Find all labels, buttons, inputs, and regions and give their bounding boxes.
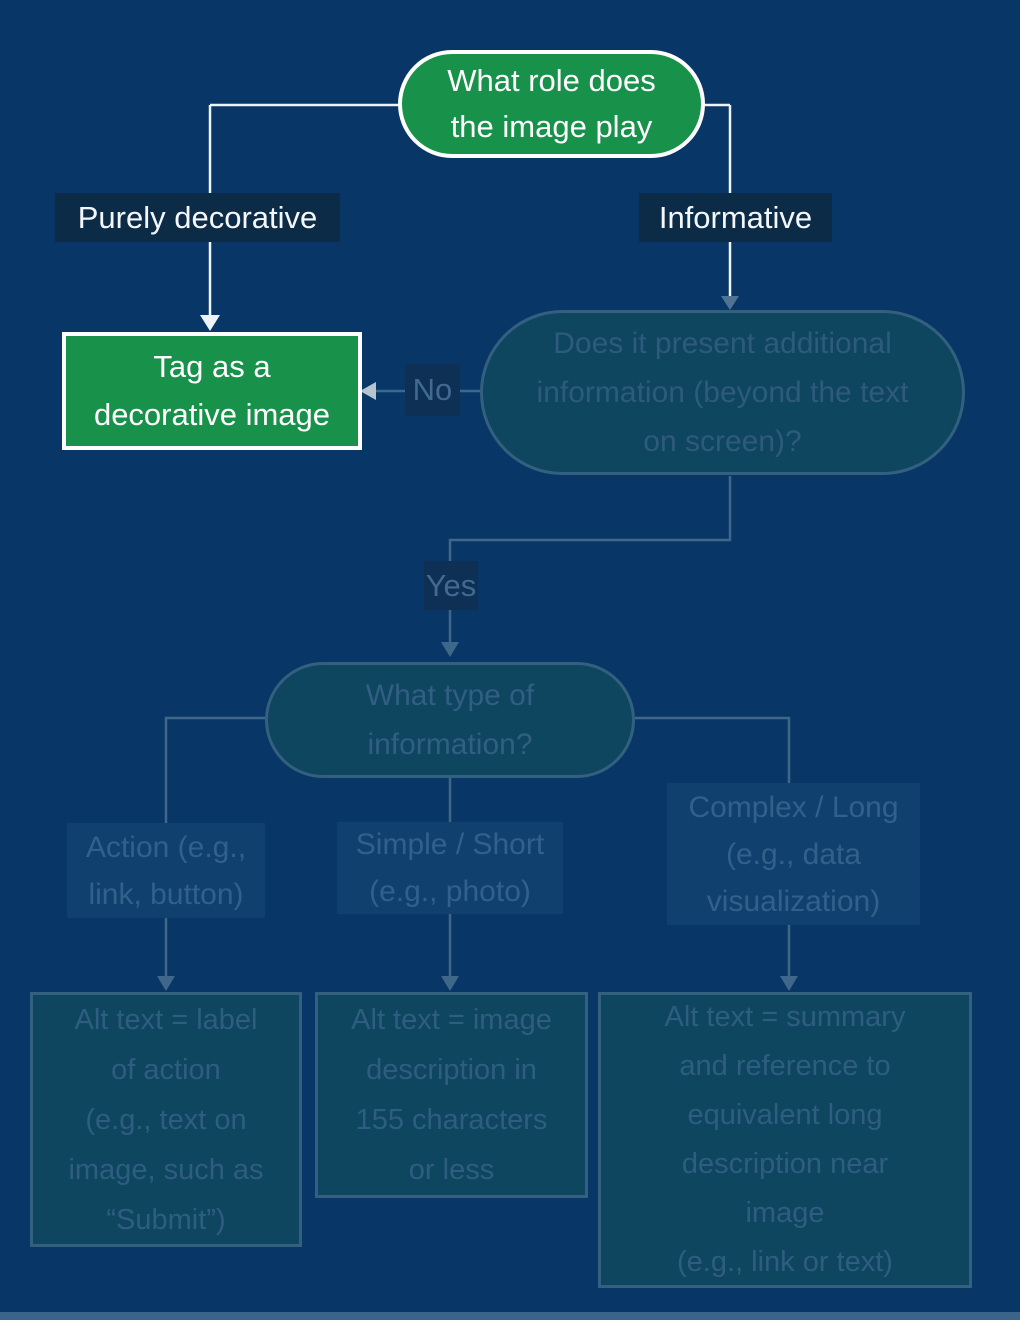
- arrowhead-into-decorative-result: [200, 315, 220, 331]
- branch-label-informative: Informative: [639, 193, 832, 242]
- no-edge-label: No: [405, 364, 460, 416]
- arrowhead-into-type-decision: [441, 642, 459, 657]
- slide-bottom-border: [0, 1312, 1020, 1320]
- alt-text-complex-node: Alt text = summary and reference to equi…: [598, 992, 972, 1288]
- alt-text-simple-node: Alt text = image description in 155 char…: [315, 992, 588, 1198]
- type-option-action-label: Action (e.g., link, button): [67, 823, 265, 918]
- branch-label-purely-decorative: Purely decorative: [55, 193, 340, 242]
- edge-yes: [448, 476, 732, 644]
- type-option-simple-label: Simple / Short (e.g., photo): [337, 822, 563, 914]
- info-type-decision-node: What type of information?: [265, 662, 635, 778]
- arrowhead-into-complex-result: [780, 976, 798, 991]
- arrowhead-into-simple-result: [441, 976, 459, 991]
- arrowhead-no-into-decorative-result: [360, 382, 376, 400]
- decorative-result-node: Tag as a decorative image: [62, 332, 362, 450]
- arrowhead-into-action-result: [157, 976, 175, 991]
- root-question-node: What role does the image play: [398, 50, 705, 158]
- additional-info-decision-node: Does it present additional information (…: [480, 310, 965, 475]
- type-option-complex-label: Complex / Long (e.g., data visualization…: [667, 783, 920, 925]
- yes-edge-label: Yes: [424, 561, 478, 610]
- alt-text-action-node: Alt text = label of action (e.g., text o…: [30, 992, 302, 1247]
- arrowhead-into-additional-info: [721, 296, 739, 310]
